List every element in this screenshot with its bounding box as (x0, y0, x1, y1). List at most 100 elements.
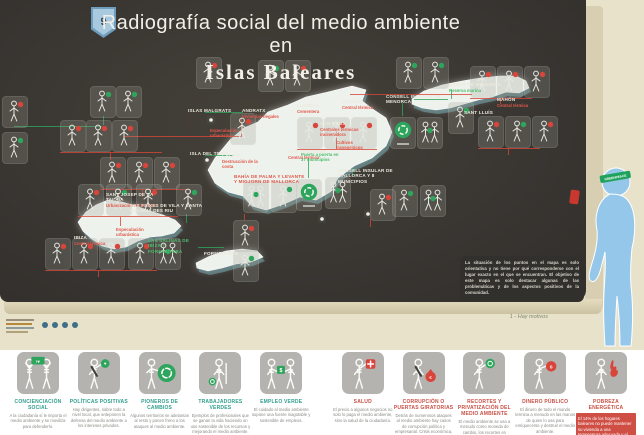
figure-tile (154, 157, 180, 189)
pager-dot (72, 322, 78, 328)
connector-line (120, 217, 121, 226)
map-label-title: LLOSETA (297, 103, 320, 108)
pobreza-icon (584, 352, 627, 394)
connector-line (414, 99, 448, 100)
figure-tile (505, 116, 531, 148)
map-label: SANT LLUÍS (464, 110, 504, 115)
recycle-tile (390, 117, 416, 149)
figure-tile (420, 185, 446, 217)
figure-tile (532, 116, 558, 148)
map-label-title: BAHÍA DE PALMA Y LEVANTE Y MIGJORN DE MA… (234, 174, 305, 185)
red-marker (569, 189, 580, 205)
map-label: CONSELL INSULAR DE MENORCA (386, 94, 448, 105)
legend-item-title: CONCIENCIACIÓN SOCIAL (14, 399, 62, 411)
greenpeace-mascot: GREENPEACE (588, 167, 636, 347)
board-frame-bottom (4, 299, 602, 314)
pager-dot (62, 322, 68, 328)
figure-tile (86, 120, 112, 152)
figure-tile (60, 120, 86, 152)
map-label-title: SES FEIXES DE VILA Y SANTA EULÀRIA DES R… (130, 203, 202, 214)
figure-tile (2, 96, 28, 128)
legend-item-description: El medio ambiente se usa a menudo como m… (458, 419, 511, 435)
credit-text: 1 - Hay motivos (509, 314, 548, 320)
connector-line (205, 112, 243, 113)
figure-tile (78, 184, 104, 216)
map-label: ISLA DEL TORO (190, 151, 234, 156)
map-label-sub: Reserva marina (449, 87, 482, 93)
map-label: Cultivos transgénicos (336, 139, 376, 150)
connector-line (478, 148, 540, 149)
figure-tile (417, 117, 443, 149)
title-line2: Islas Baleares (205, 60, 357, 84)
map-label-title: ANDRATX (242, 108, 266, 113)
connector-line (336, 131, 337, 149)
legend-item-description: El cuidado al medio ambiente supone una … (251, 407, 311, 423)
connector-line (205, 155, 233, 156)
map-label-title: CAS TRESORER (288, 149, 327, 154)
map-label: BAHÍA DE PALMA Y LEVANTE Y MIGJORN DE MA… (234, 174, 308, 185)
legend-item-title: POLÍTICAS POSITIVAS (69, 399, 128, 405)
map-label: CONSELL INSULAR DE MALLORCA Y 8 MUNICIPI… (338, 168, 394, 184)
map-label-sub: Especulación urbanística (210, 127, 238, 138)
figure-tile (233, 220, 259, 252)
connector-line (142, 190, 143, 197)
connector-line (78, 216, 178, 217)
connector-line (60, 152, 162, 153)
map-label-sub: Cementera (297, 108, 320, 114)
salud-icon (341, 352, 384, 394)
connector-line (470, 98, 532, 99)
figure-tile (99, 238, 125, 270)
map-label-title: FORMENTERA (204, 251, 239, 256)
social-icon: I♥ (17, 352, 59, 394)
figure-tile (2, 132, 28, 164)
connector-line (110, 153, 111, 160)
map-label-sub: Centrales térmicas incineradora (320, 126, 359, 137)
politicas-icon: ♥ (77, 352, 120, 394)
map-label-title: ISLAS MALGRATS (188, 108, 232, 113)
figure-tile (258, 60, 284, 92)
dinero-icon: 0 (524, 352, 567, 394)
figure-tile (325, 177, 351, 209)
trabajadores-icon (199, 352, 242, 394)
figure-tile (478, 116, 504, 148)
figure-tile (233, 250, 259, 282)
figure-tile (423, 57, 449, 89)
map-label-title: CONSELL INSULAR DE MENORCA (386, 94, 441, 105)
map-label-sub: Central térmica (288, 154, 320, 160)
connector-line (100, 189, 186, 190)
empleo-icon: $ (260, 352, 303, 394)
figure-tile (370, 189, 396, 221)
svg-text:€: € (429, 375, 432, 381)
map-label-sub: Viviendas ilegales (242, 113, 279, 119)
map-label-sub: Central térmica (342, 104, 374, 110)
map-label-title: CALVIÀ (222, 153, 240, 158)
svg-text:I♥: I♥ (36, 359, 40, 364)
pager-dot (42, 322, 48, 328)
map-label-title: NORTE DE MENORCA (449, 82, 501, 87)
figure-tile (285, 60, 311, 92)
connector-line (186, 214, 187, 223)
map-label: FORMENTERA (204, 251, 248, 256)
connector-line (370, 219, 371, 227)
legend-item-description: El precio a algunos negocios no solo lo … (333, 407, 393, 423)
greenpeace-label: GREENPEACE (604, 174, 627, 182)
connector-line (500, 99, 501, 104)
map-label-title: ALCÚDIA (342, 99, 365, 104)
connector-line (350, 94, 472, 95)
legend-item-description: Algunos territorios se adelantan al rest… (130, 413, 190, 429)
figure-tile (497, 66, 523, 98)
svg-text:♥: ♥ (104, 361, 107, 366)
